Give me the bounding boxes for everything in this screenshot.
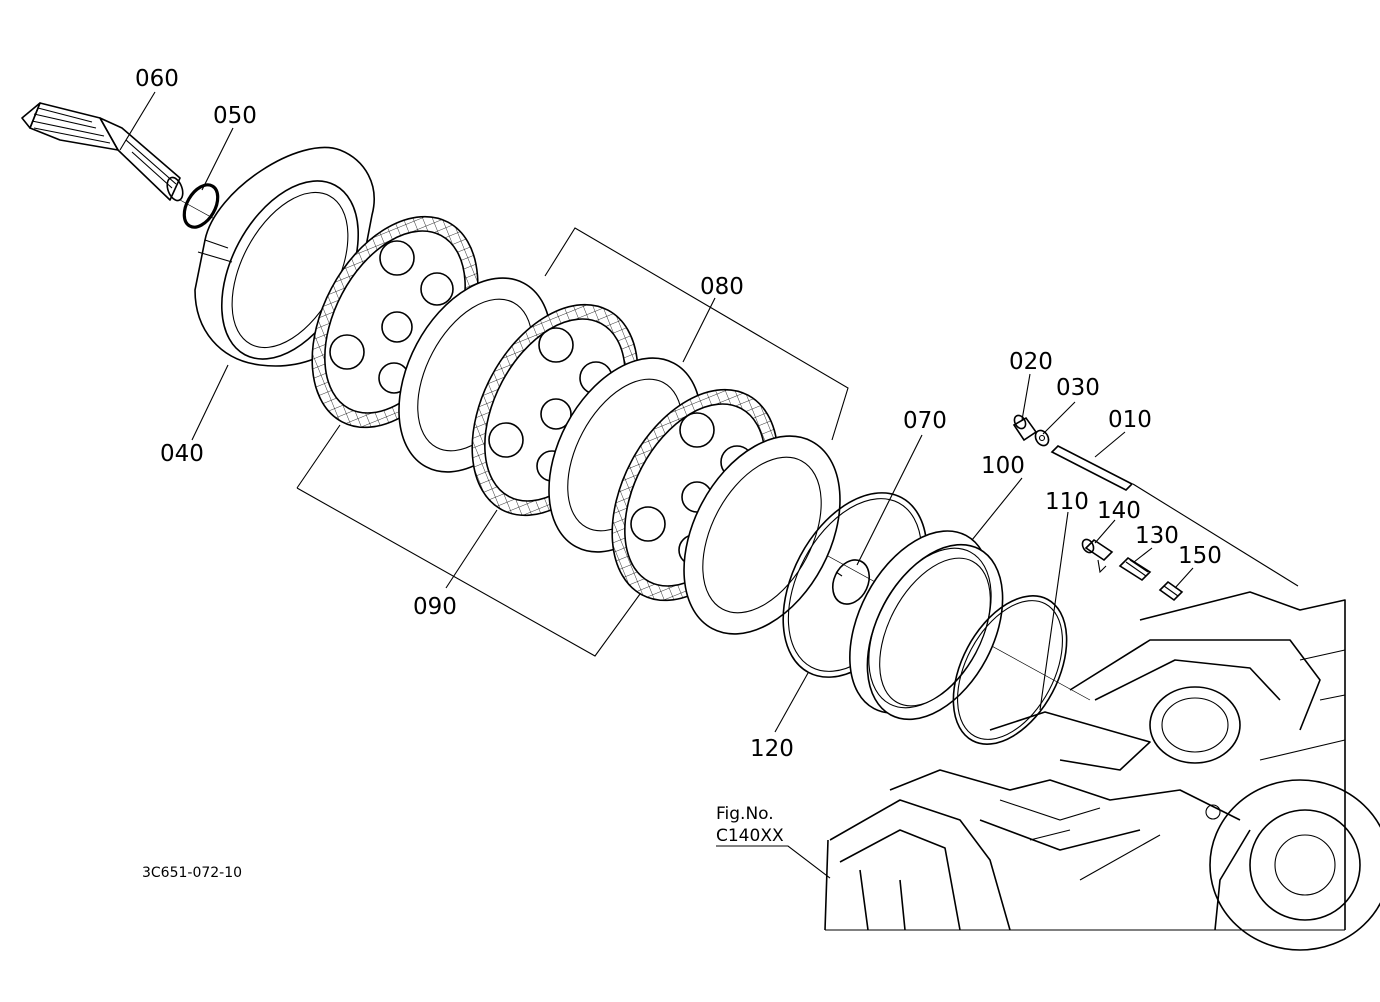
label-090: 090 xyxy=(413,594,457,620)
label-010: 010 xyxy=(1108,407,1152,433)
transmission-case xyxy=(824,591,1380,951)
label-100: 100 xyxy=(981,453,1025,479)
label-020: 020 xyxy=(1009,349,1053,375)
fitting-cap xyxy=(1158,580,1184,602)
piston xyxy=(849,530,1004,721)
splined-shaft xyxy=(21,102,184,202)
label-140: 140 xyxy=(1097,498,1141,524)
bushing xyxy=(1012,414,1038,442)
label-150: 150 xyxy=(1178,543,1222,569)
o-ring xyxy=(182,183,220,229)
part-labels: 060 050 040 080 090 070 100 110 120 020 … xyxy=(135,66,1222,762)
group-bracket xyxy=(296,227,849,657)
circlip-small xyxy=(831,559,871,605)
label-110: 110 xyxy=(1045,489,1089,515)
seal-ring xyxy=(952,595,1068,745)
label-080: 080 xyxy=(700,274,744,300)
end-plate xyxy=(683,435,841,635)
label-060: 060 xyxy=(135,66,179,92)
fig-ref-line1: Fig.No. xyxy=(716,804,774,824)
fig-ref-line2: C140XX xyxy=(716,826,784,846)
label-070: 070 xyxy=(903,408,947,434)
drawing-code: 3C651-072-10 xyxy=(142,865,242,881)
pin xyxy=(1050,445,1134,491)
label-130: 130 xyxy=(1135,523,1179,549)
washer xyxy=(1034,429,1050,447)
leader-lines xyxy=(119,91,1299,879)
figure-reference: Fig.No. C140XX xyxy=(716,804,784,846)
fitting-valve xyxy=(1081,538,1114,574)
label-030: 030 xyxy=(1056,375,1100,401)
label-120: 120 xyxy=(750,736,794,762)
label-040: 040 xyxy=(160,441,204,467)
fitting-nipple xyxy=(1118,556,1152,582)
label-050: 050 xyxy=(213,103,257,129)
